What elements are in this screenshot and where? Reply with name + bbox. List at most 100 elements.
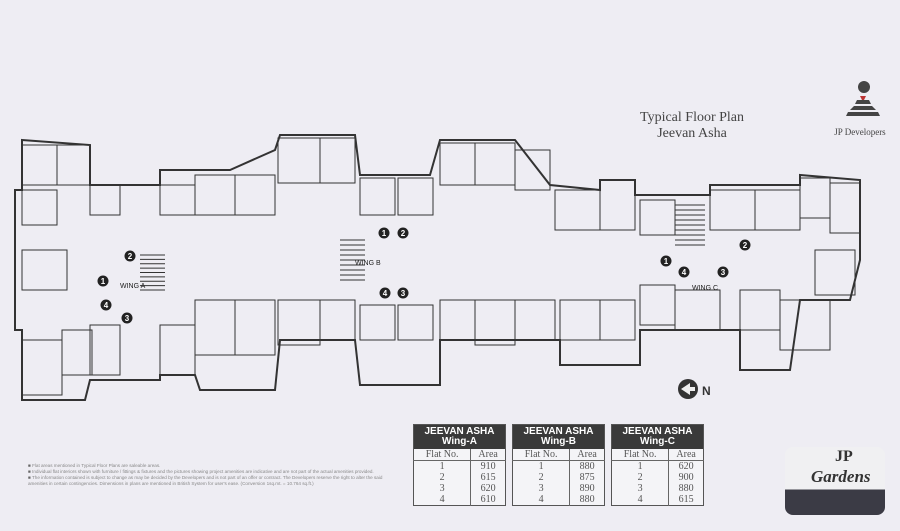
room: [599, 179, 636, 231]
note-item: Flat areas mentioned in Typical Floor Pl…: [28, 463, 398, 469]
room: [739, 289, 781, 331]
room: [514, 149, 551, 191]
room: [639, 284, 676, 326]
table-row: 2 900: [612, 472, 704, 483]
area-cell: 620: [470, 483, 506, 494]
area-cell: 875: [569, 472, 605, 483]
room: [89, 184, 121, 216]
flat-number-marker: [378, 227, 390, 239]
room: [359, 304, 396, 341]
pyramid-logo-icon: [846, 81, 880, 116]
table-row: 4 615: [612, 494, 704, 506]
logo-jp: JP: [835, 448, 853, 465]
room: [277, 137, 321, 184]
developer-logo: JP Developers: [830, 78, 890, 137]
flat-number-marker: [97, 275, 109, 287]
area-cell: 880: [569, 460, 605, 472]
flat-number-marker: [717, 266, 729, 278]
flat-number-marker: [397, 227, 409, 239]
room: [674, 289, 721, 331]
room: [754, 189, 801, 231]
flat-number: 2: [128, 252, 133, 261]
area-cell: 900: [668, 472, 704, 483]
flat-number-marker: [100, 299, 112, 311]
plan-title: Typical Floor Plan Jeevan Asha: [640, 110, 744, 142]
room: [474, 142, 516, 186]
flat-number-marker: [678, 266, 690, 278]
area-cell: 610: [470, 494, 506, 506]
room: [56, 144, 91, 186]
area-cell: 620: [668, 460, 704, 472]
room: [194, 174, 236, 216]
column-header: Flat No.: [512, 449, 570, 461]
flat-no-cell: 4: [637, 494, 643, 505]
flat-no-cell: 1: [538, 461, 544, 472]
north-indicator: N: [676, 378, 711, 405]
column-header: Area: [569, 449, 605, 461]
room: [829, 182, 861, 234]
room: [474, 299, 516, 346]
flat-number-marker: [121, 312, 133, 324]
wing-b-label: WING B: [355, 260, 381, 267]
area-cell: 910: [470, 460, 506, 472]
flat-number-marker: [739, 239, 751, 251]
flat-number: 4: [682, 268, 687, 277]
flat-number: 1: [664, 257, 669, 266]
flat-number: 2: [401, 229, 406, 238]
flat-number-marker: [124, 250, 136, 262]
area-cell: 615: [668, 494, 704, 506]
room: [61, 329, 93, 376]
room: [21, 144, 58, 186]
flat-number-marker: [397, 287, 409, 299]
room: [397, 304, 434, 341]
table-subtitle: Wing-A: [442, 436, 477, 447]
table-row: 4 880: [513, 494, 605, 506]
room: [277, 299, 321, 346]
room: [234, 299, 276, 356]
room: [639, 199, 676, 236]
column-header: Flat No.: [413, 449, 471, 461]
flat-no-cell: 1: [637, 461, 643, 472]
room: [319, 137, 356, 184]
room: [779, 299, 831, 351]
table-title: JEEVAN ASHA: [523, 426, 594, 437]
area-cell: 880: [569, 494, 605, 506]
flat-no-cell: 4: [538, 494, 544, 505]
logo-gardens: Gardens: [811, 467, 871, 486]
room: [159, 324, 196, 376]
room: [234, 174, 276, 216]
table-row: 2 875: [513, 472, 605, 483]
column-header: Area: [668, 449, 704, 461]
flat-no-cell: 2: [538, 472, 544, 483]
title-line-1: Typical Floor Plan: [640, 110, 745, 125]
disclaimer-notes: Flat areas mentioned in Typical Floor Pl…: [28, 463, 398, 487]
flat-number: 1: [382, 229, 387, 238]
developer-name: JP Developers: [834, 127, 886, 137]
room: [599, 299, 636, 341]
flat-number-marker: [379, 287, 391, 299]
building-outline: [14, 134, 861, 401]
room: [799, 177, 831, 219]
room: [439, 299, 476, 341]
room: [21, 189, 58, 226]
flat-no-cell: 2: [637, 472, 643, 483]
note-item: The information contained is subject to …: [28, 475, 398, 487]
table-subtitle: Wing-C: [640, 436, 675, 447]
flat-number: 3: [125, 314, 130, 323]
room: [21, 249, 68, 291]
flat-no-cell: 4: [439, 494, 445, 505]
room: [814, 249, 856, 296]
room: [559, 299, 601, 341]
room: [159, 184, 196, 216]
room: [397, 177, 434, 216]
